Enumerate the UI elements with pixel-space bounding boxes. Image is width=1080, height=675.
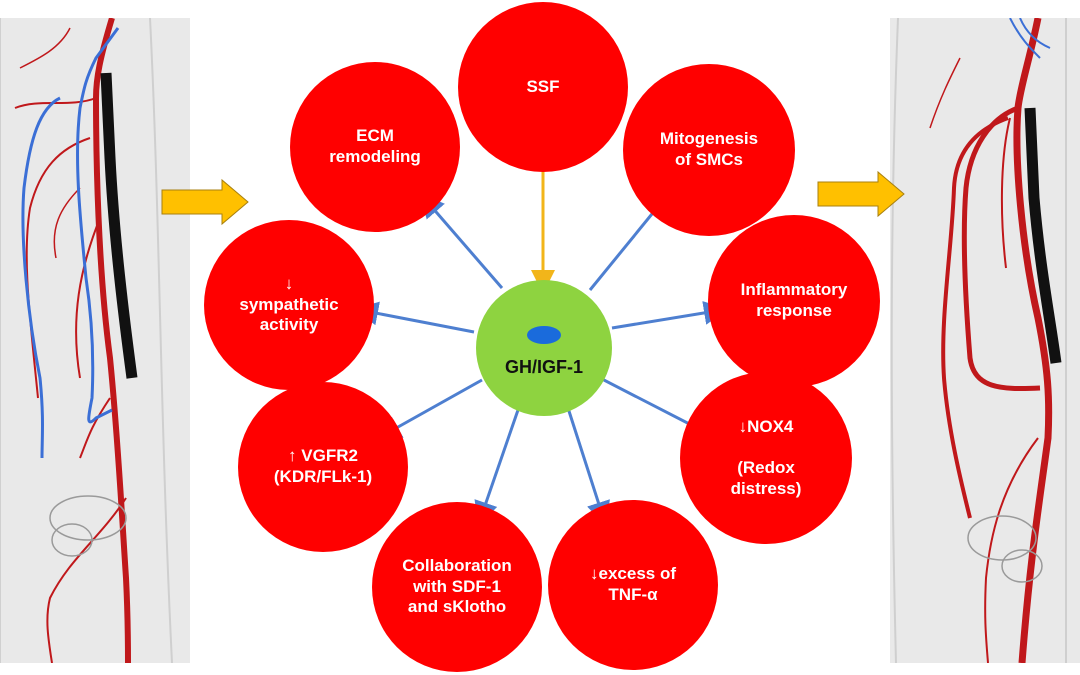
transition-arrow-left-icon [161, 178, 249, 226]
connector-collaboration [474, 409, 520, 526]
node-mitogenesis: Mitogenesis of SMCs [623, 64, 795, 236]
connector-sympathetic [354, 301, 475, 334]
node-inflammatory: Inflammatory response [708, 215, 880, 387]
transition-arrow-right-icon [817, 170, 905, 218]
node-nox4: ↓NOX4 (Redox distress) [680, 372, 852, 544]
leg-before-panel [0, 18, 190, 663]
leg-vasculature-after-icon [890, 18, 1067, 663]
node-collaboration: Collaboration with SDF-1 and sKlotho [372, 502, 542, 672]
node-tnf: ↓excess of TNF-α [548, 500, 718, 670]
center-node-gh-igf1: GH/IGF-1 [476, 280, 612, 416]
connector-inflammatory [611, 301, 728, 330]
node-ssf: SSF [458, 2, 628, 172]
connector-vgfr2 [376, 378, 483, 439]
leg-vasculature-before-icon [0, 18, 173, 663]
connector-ecm [420, 193, 504, 289]
connector-tnf [566, 407, 610, 526]
center-label: GH/IGF-1 [504, 357, 583, 378]
node-sympathetic: ↓ sympathetic activity [204, 220, 374, 390]
node-ecm: ECM remodeling [290, 62, 460, 232]
leg-after-panel [890, 18, 1080, 663]
cell-nucleus-icon [527, 326, 561, 344]
node-vgfr2: ↑ VGFR2 (KDR/FLk-1) [238, 382, 408, 552]
